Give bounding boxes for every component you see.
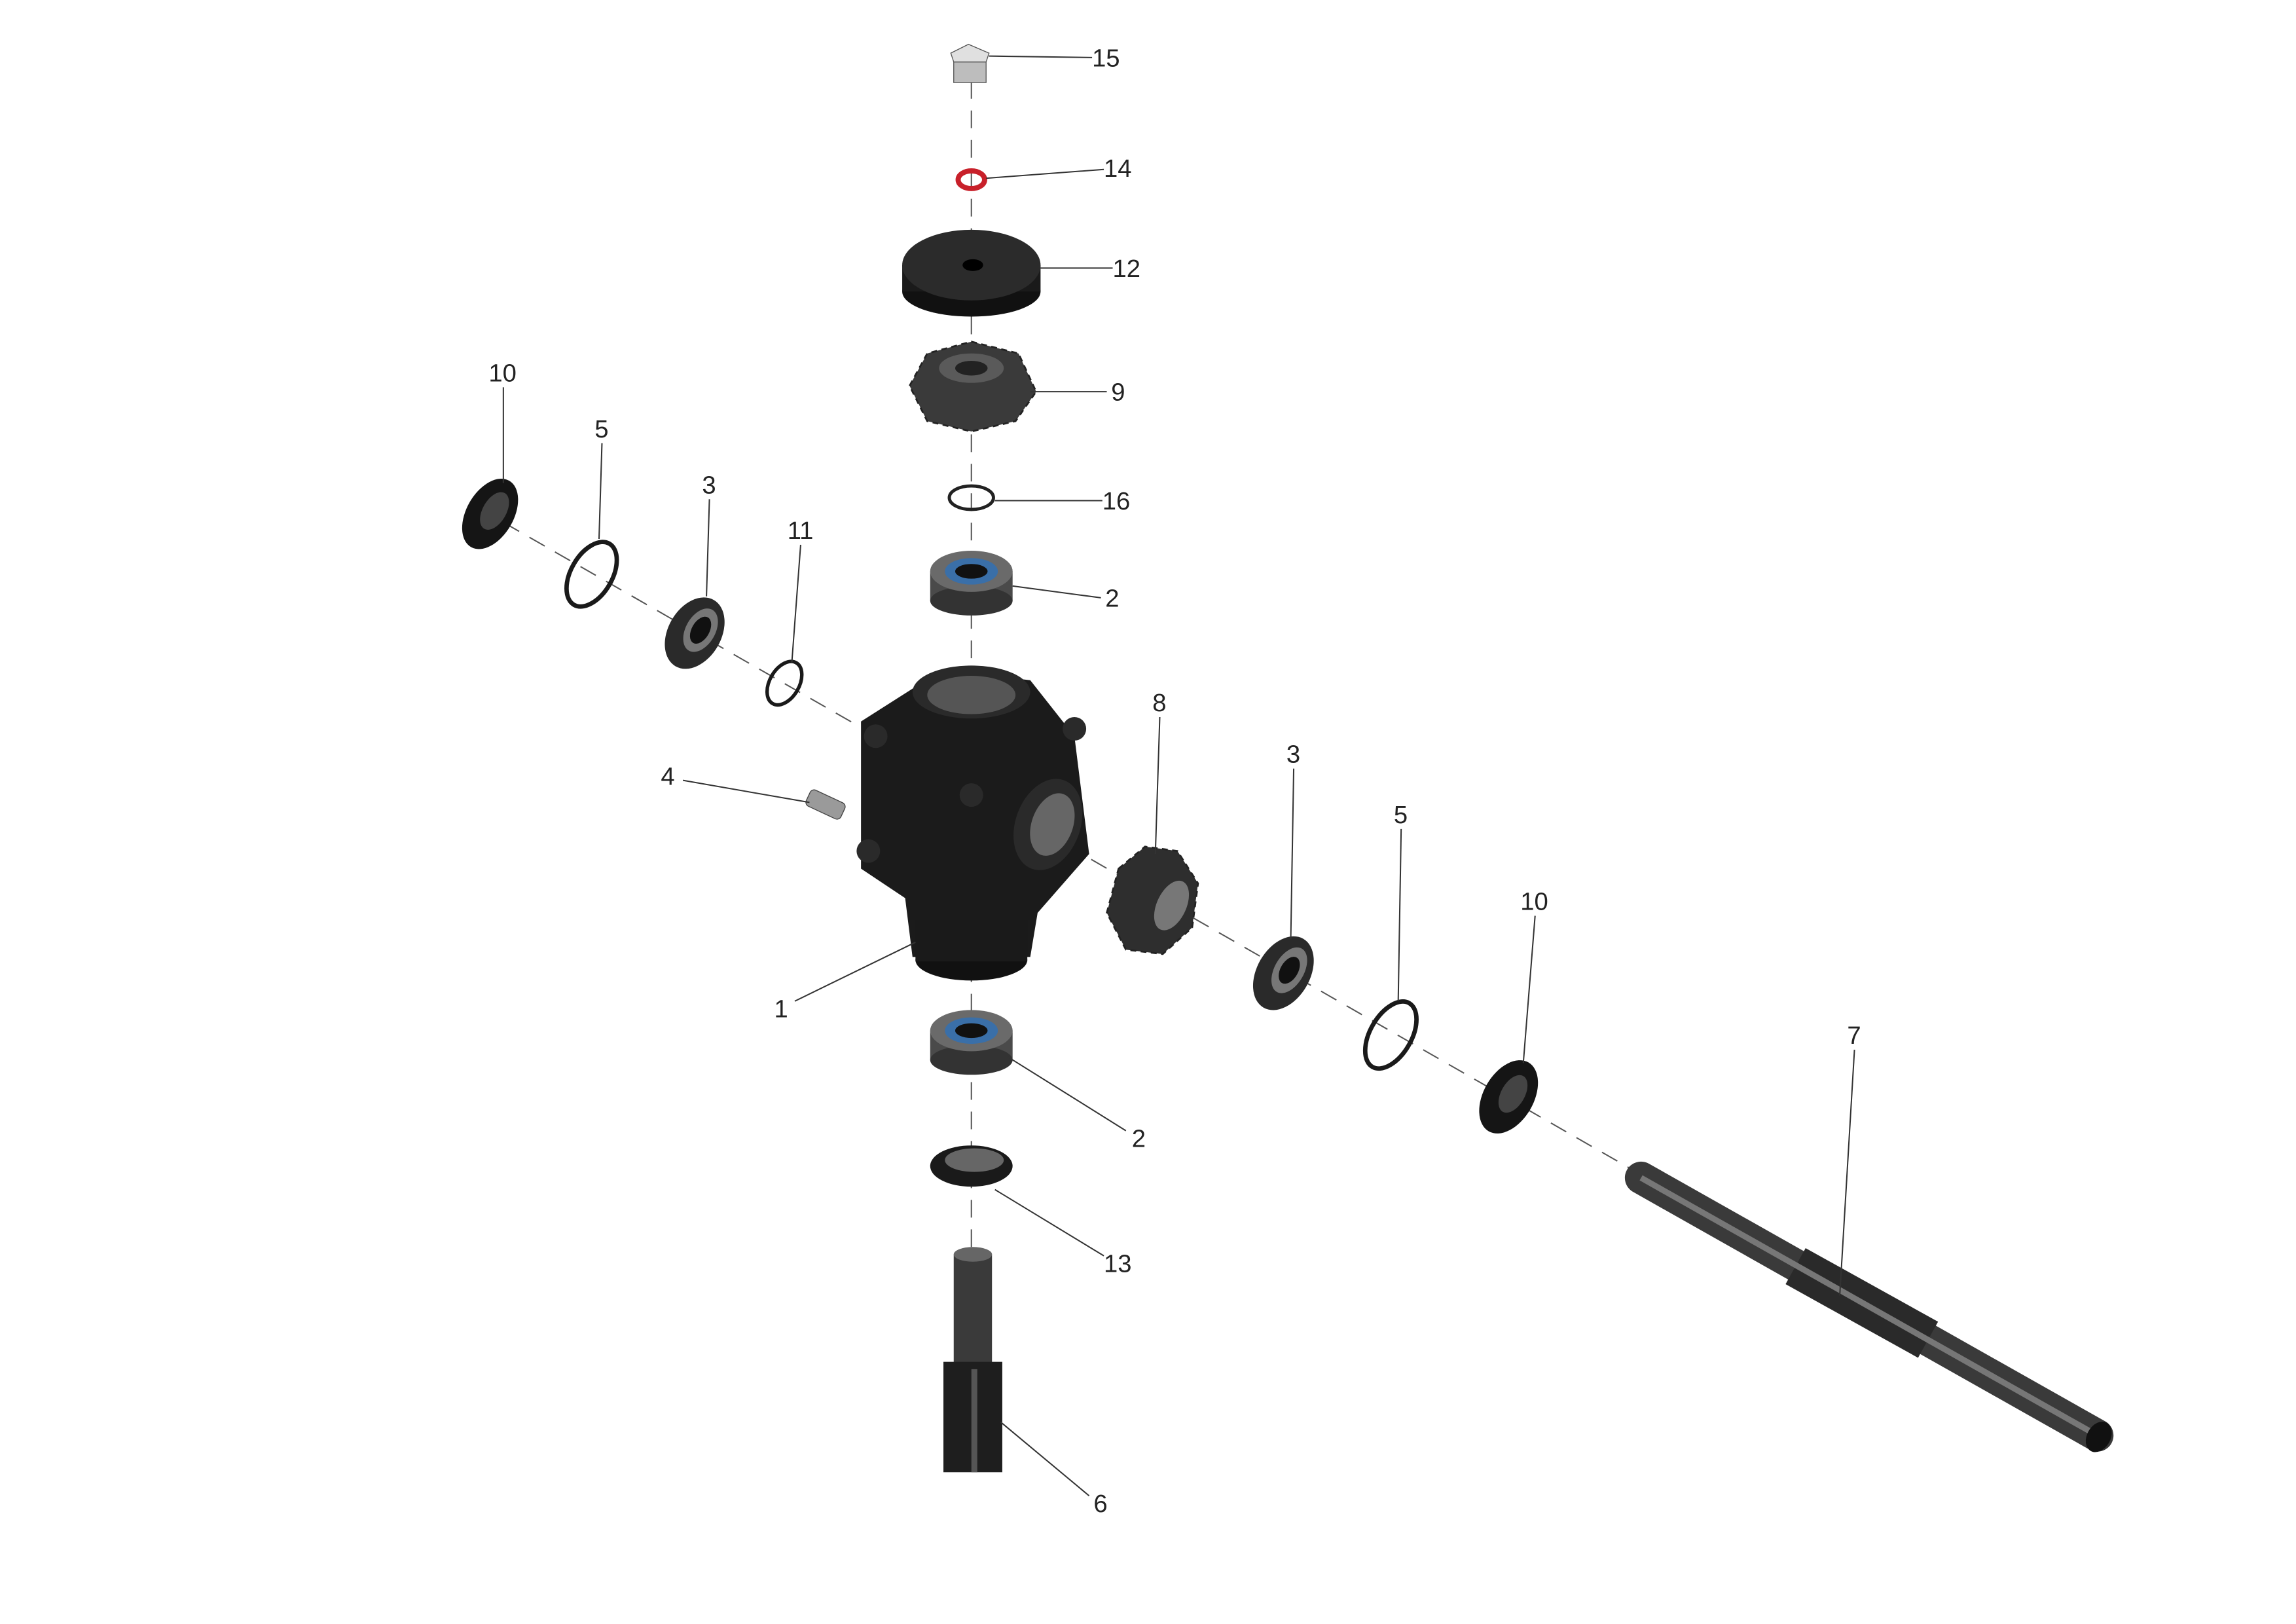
seal-right [1479, 1060, 1539, 1134]
callout-13: 13 [1104, 1250, 1131, 1278]
bearing-right [1252, 936, 1314, 1010]
bevel-pinion [1106, 845, 1199, 955]
callout-11: 11 [788, 517, 814, 545]
callout-3-right: 3 [1286, 741, 1300, 769]
callout-6: 6 [1093, 1490, 1107, 1518]
callout-5-right: 5 [1394, 801, 1408, 829]
input-shaft [1624, 1161, 2114, 1452]
callout-14: 14 [1104, 155, 1131, 183]
snap-ring-top [947, 484, 995, 511]
gearbox-housing [856, 665, 1089, 981]
callout-7: 7 [1847, 1022, 1861, 1050]
bearing-top [930, 550, 1013, 616]
callout-15: 15 [1092, 44, 1120, 72]
callout-16: 16 [1102, 487, 1131, 515]
output-shaft [943, 1247, 1002, 1473]
callout-5-left: 5 [594, 415, 608, 443]
callout-10-left: 10 [488, 359, 517, 387]
callout-2-bottom: 2 [1132, 1124, 1146, 1153]
bearing-left [665, 597, 725, 669]
callout-9: 9 [1111, 378, 1125, 407]
snap-ring-left [765, 659, 804, 707]
callout-2-top: 2 [1105, 584, 1119, 612]
callout-4: 4 [661, 762, 674, 790]
seal-left [462, 479, 519, 549]
bearing-bottom [930, 1010, 1013, 1075]
callout-10-right: 10 [1520, 887, 1548, 915]
circlip-left [564, 540, 619, 609]
callout-3-left: 3 [702, 471, 716, 499]
callout-8: 8 [1152, 689, 1166, 717]
plug-bolt [950, 43, 990, 83]
callout-1: 1 [774, 995, 788, 1024]
seal-bottom [930, 1145, 1013, 1187]
bevel-gear-top [908, 341, 1038, 433]
leader-lines [502, 55, 1855, 1497]
cover-cap [902, 229, 1041, 317]
diagonal-axis-line [478, 507, 1634, 1172]
o-ring [955, 168, 987, 191]
circlip-right [1362, 999, 1419, 1071]
callout-12: 12 [1113, 255, 1141, 283]
breather-plug [805, 789, 846, 820]
